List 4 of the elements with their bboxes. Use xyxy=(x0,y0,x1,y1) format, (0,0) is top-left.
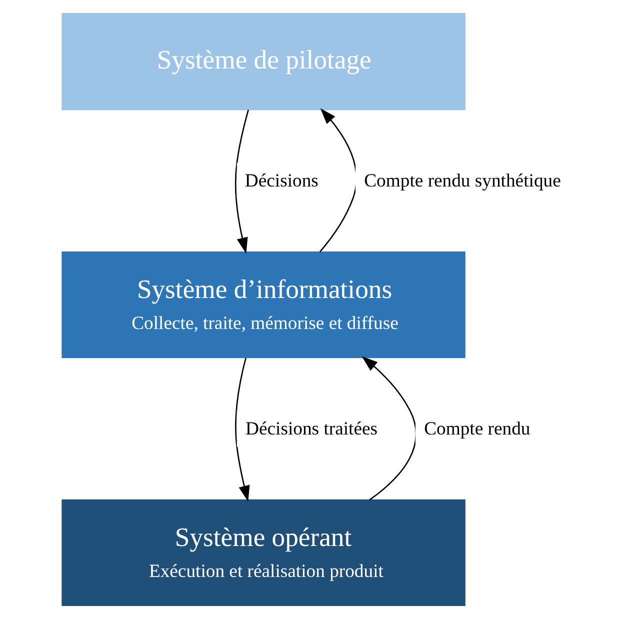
edge-label: Décisions xyxy=(244,170,318,192)
edge-label: Compte rendu synthétique xyxy=(364,170,561,192)
edge-label: Décisions traitées xyxy=(246,418,378,440)
edge-label: Compte rendu xyxy=(424,418,530,440)
